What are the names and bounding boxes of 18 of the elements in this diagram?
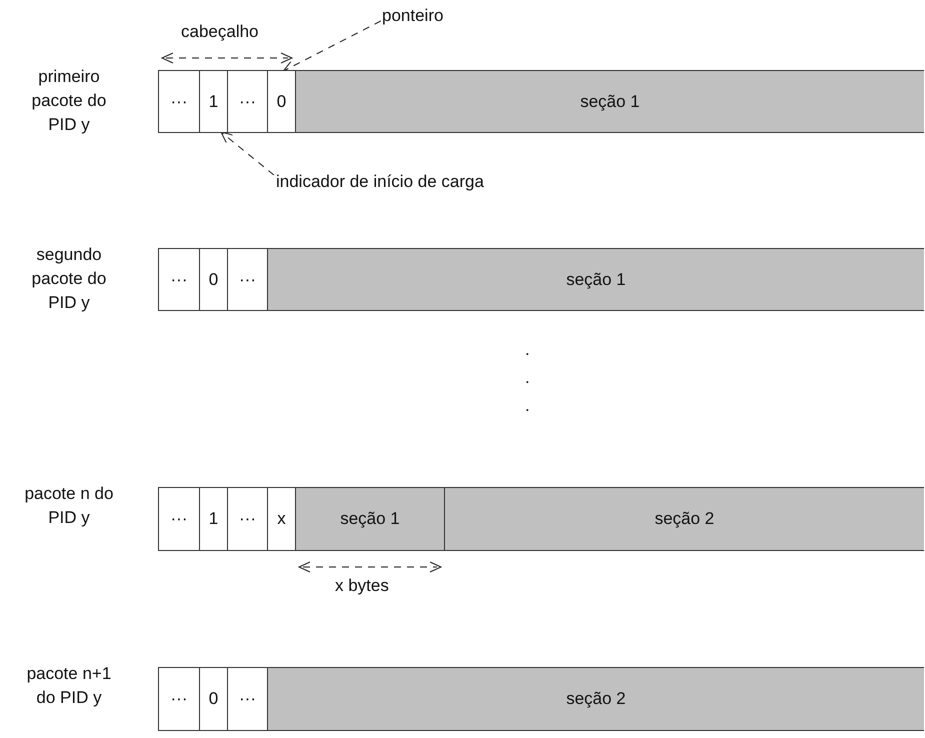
dimension-label: cabeçalho bbox=[181, 22, 259, 42]
dimension-label: x bytes bbox=[335, 576, 389, 596]
packet-label: segundo pacote do PID y bbox=[30, 244, 108, 314]
leader-line bbox=[282, 20, 382, 72]
leader-line bbox=[220, 132, 274, 176]
section-field: seção 1 bbox=[296, 488, 445, 550]
packet-label: pacote n+1 do PID y bbox=[26, 663, 112, 709]
section-field: seção 2 bbox=[445, 488, 924, 550]
packet-label: primeiro pacote do PID y bbox=[30, 66, 108, 136]
ellipsis-dot: . bbox=[525, 340, 530, 360]
callout-label: ponteiro bbox=[382, 6, 444, 26]
section-field: seção 1 bbox=[296, 71, 924, 132]
ellipsis-dot: . bbox=[525, 368, 530, 388]
callout-label: indicador de início de carga bbox=[276, 172, 484, 192]
section-field: seção 2 bbox=[268, 668, 924, 730]
packet-label: pacote n do PID y bbox=[24, 483, 114, 529]
section-field: seção 1 bbox=[268, 249, 924, 310]
ellipsis-dot: . bbox=[525, 396, 530, 416]
